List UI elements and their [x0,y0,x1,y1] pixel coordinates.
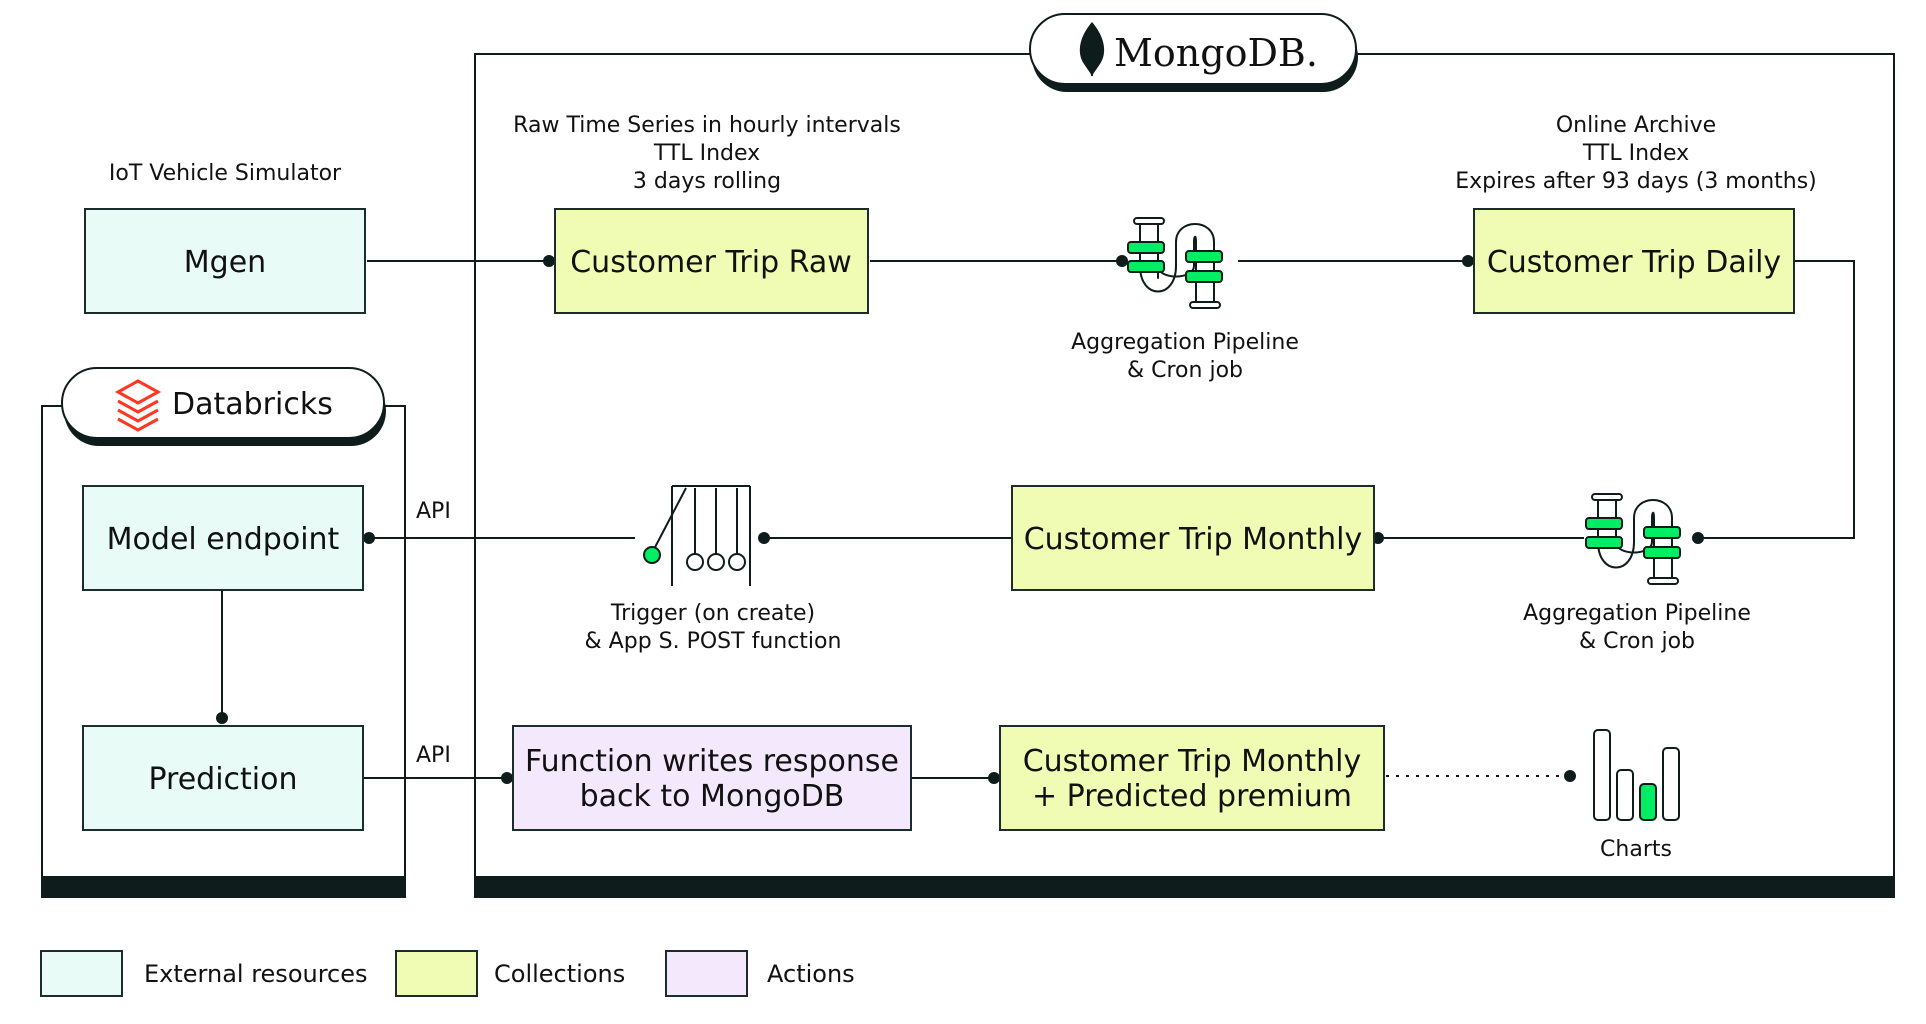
connector-dot [216,712,228,724]
node-mgen: Mgen [84,208,366,314]
raw-note-line2: TTL Index [653,141,760,166]
api-label-bottom: API [416,743,451,768]
node-prediction: Prediction [82,725,364,831]
node-prediction-label: Prediction [148,762,297,797]
node-customer-trip-daily-label: Customer Trip Daily [1487,245,1781,280]
legend-label-external: External resources [144,960,368,988]
node-customer-trip-monthly: Customer Trip Monthly [1011,485,1375,591]
node-model-endpoint: Model endpoint [82,485,364,591]
connector-dot [1462,255,1474,267]
node-customer-trip-raw-label: Customer Trip Raw [570,245,852,280]
archive-note-line2: TTL Index [1582,141,1689,166]
pipeline-icon [1585,493,1681,585]
connector-dot [501,772,513,784]
node-customer-trip-raw: Customer Trip Raw [554,208,869,314]
databricks-region [41,405,406,898]
archive-note-line1: Online Archive [1556,113,1716,138]
legend-label-collections: Collections [494,960,625,988]
node-monthly-predicted-label-line1: Customer Trip Monthly [1023,744,1362,779]
mongodb-region-footer-bar [475,876,1895,898]
legend-swatch-external [40,950,123,997]
charts-icon [1593,729,1680,821]
connector-dot [1564,770,1576,782]
node-function-writes-response: Function writes response back to MongoDB [512,725,912,831]
node-mgen-label: Mgen [184,245,266,280]
aggregation-1-line2: & Cron job [1127,358,1243,383]
node-customer-trip-monthly-predicted: Customer Trip Monthly + Predicted premiu… [999,725,1385,831]
iot-simulator-label: IoT Vehicle Simulator [109,161,342,186]
mongodb-leaf-icon [1079,22,1105,76]
aggregation-2-line2: & Cron job [1579,629,1695,654]
raw-note-line1: Raw Time Series in hourly intervals [513,113,901,138]
legend-label-actions: Actions [767,960,855,988]
connectors [216,255,1855,784]
charts-label: Charts [1600,837,1672,862]
node-function-label-line2: back to MongoDB [580,779,845,814]
connector-dot [543,255,555,267]
connector-dot [1692,532,1704,544]
node-monthly-predicted-label-line2: + Predicted premium [1032,779,1352,814]
databricks-logo-text: Databricks [172,387,333,422]
pipeline-icon [1127,217,1223,309]
connector-dot [988,772,1000,784]
mongodb-region [474,53,1895,898]
mongodb-logo: MongoDB. [1029,13,1358,92]
databricks-logo: Databricks [61,367,386,446]
databricks-stack-icon [114,379,162,432]
node-model-endpoint-label: Model endpoint [107,522,340,557]
api-label-top: API [416,499,451,524]
node-customer-trip-monthly-label: Customer Trip Monthly [1024,522,1363,557]
connector-dot [758,532,770,544]
trigger-icon [643,485,751,586]
node-customer-trip-daily: Customer Trip Daily [1473,208,1795,314]
aggregation-1-line1: Aggregation Pipeline [1071,330,1299,355]
node-function-label-line1: Function writes response [525,744,899,779]
edge-trip-daily-to-aggregation-2 [1698,260,1855,539]
legend: External resources Collections Actions [40,950,855,997]
legend-swatch-collections [395,950,478,997]
connector-dot [1116,255,1128,267]
trigger-line2: & App S. POST function [585,629,842,654]
mongodb-logo-text: MongoDB. [1114,31,1318,75]
databricks-region-footer-bar [41,876,406,898]
trigger-line1: Trigger (on create) [610,601,815,626]
connector-dot [363,532,375,544]
raw-note-line3: 3 days rolling [633,169,781,194]
aggregation-2-line1: Aggregation Pipeline [1523,601,1751,626]
legend-swatch-actions [665,950,748,997]
archive-note-line3: Expires after 93 days (3 months) [1455,169,1817,194]
